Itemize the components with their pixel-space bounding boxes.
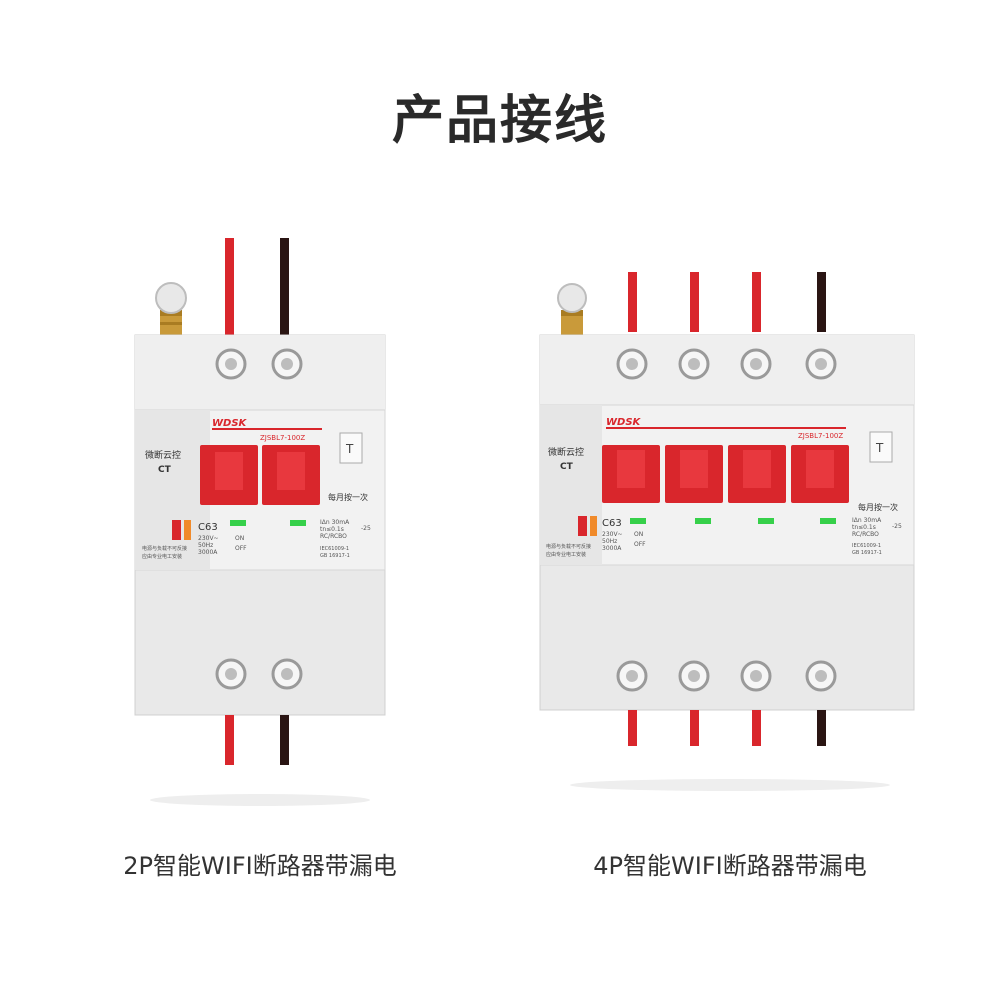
terminal-screw-icon bbox=[740, 348, 772, 380]
test-button[interactable] bbox=[339, 432, 363, 464]
svg-text:230V~: 230V~ bbox=[198, 535, 219, 542]
svg-text:IEC61009-1: IEC61009-1 bbox=[852, 543, 881, 549]
brand-logo: WDSK bbox=[606, 417, 642, 428]
test-label: 每月按一次 bbox=[328, 492, 368, 502]
wire-bottom-live bbox=[690, 710, 699, 746]
indicator-green bbox=[230, 520, 246, 526]
svg-text:IΔn 30mA: IΔn 30mA bbox=[320, 519, 350, 526]
terminal-screw-icon bbox=[271, 658, 303, 690]
terminal-screw-icon bbox=[678, 660, 710, 692]
svg-text:应由专业电工安装: 应由专业电工安装 bbox=[546, 551, 586, 558]
terminal-screw-icon bbox=[805, 660, 837, 692]
terminal-screw-icon bbox=[805, 348, 837, 380]
svg-text:-25: -25 bbox=[361, 525, 371, 532]
svg-text:tn≤0.1s: tn≤0.1s bbox=[852, 524, 876, 531]
svg-text:-25: -25 bbox=[892, 523, 902, 530]
svg-text:230V~: 230V~ bbox=[602, 531, 623, 538]
wire-top-live bbox=[628, 272, 637, 332]
svg-text:IEC61009-1: IEC61009-1 bbox=[320, 546, 349, 552]
svg-text:RC/RCBO: RC/RCBO bbox=[852, 531, 879, 538]
indicator-green bbox=[630, 518, 646, 524]
indicator-red bbox=[578, 516, 587, 536]
wire-top-live bbox=[752, 272, 761, 332]
terminal-screw-icon bbox=[616, 660, 648, 692]
wire-top-neutral bbox=[280, 238, 289, 338]
breaker-2p: 微断云控 CT WDSK ZJSBL7-100Z T 每月按一次 C63 230… bbox=[134, 238, 386, 806]
caption-4p: 4P智能WIFI断路器带漏电 bbox=[593, 852, 867, 880]
indicator-green bbox=[290, 520, 306, 526]
svg-text:IΔn 30mA: IΔn 30mA bbox=[852, 517, 882, 524]
breaker-4p: 微断云控 CT WDSK ZJSBL7-100Z T 每月按一次 C63 230… bbox=[539, 272, 915, 791]
terminal-screw-icon bbox=[271, 348, 303, 380]
antenna-icon bbox=[155, 282, 187, 340]
terminal-screw-icon bbox=[215, 658, 247, 690]
wire-top-live bbox=[690, 272, 699, 332]
wire-bottom-neutral bbox=[280, 715, 289, 765]
rating-label: C63 bbox=[602, 518, 622, 529]
test-label: 每月按一次 bbox=[858, 502, 898, 512]
wire-top-live bbox=[225, 238, 234, 338]
brand-logo: WDSK bbox=[212, 418, 248, 429]
model-label: ZJSBL7-100Z bbox=[798, 432, 843, 440]
terminal-screw-icon bbox=[616, 348, 648, 380]
module-label-ct: CT bbox=[158, 465, 172, 475]
test-button[interactable] bbox=[869, 431, 893, 463]
svg-text:电源与负载不可反接: 电源与负载不可反接 bbox=[142, 545, 187, 552]
svg-text:OFF: OFF bbox=[235, 545, 247, 552]
terminal-screw-icon bbox=[215, 348, 247, 380]
terminal-screw-icon bbox=[740, 660, 772, 692]
svg-text:T: T bbox=[345, 442, 354, 456]
rating-label: C63 bbox=[198, 522, 218, 533]
svg-text:电源与负载不可反接: 电源与负载不可反接 bbox=[546, 543, 591, 550]
module-label: 微断云控 bbox=[548, 446, 584, 458]
svg-text:3000A: 3000A bbox=[198, 549, 218, 556]
svg-text:T: T bbox=[875, 441, 884, 455]
svg-text:50Hz: 50Hz bbox=[198, 542, 213, 549]
wire-bottom-neutral bbox=[817, 710, 826, 746]
indicator-red bbox=[172, 520, 181, 540]
model-label: ZJSBL7-100Z bbox=[260, 434, 305, 442]
indicator-green bbox=[758, 518, 774, 524]
svg-text:RC/RCBO: RC/RCBO bbox=[320, 533, 347, 540]
module-label: 微断云控 bbox=[145, 449, 181, 461]
terminal-screw-icon bbox=[678, 348, 710, 380]
svg-text:tn≤0.1s: tn≤0.1s bbox=[320, 526, 344, 533]
svg-text:应由专业电工安装: 应由专业电工安装 bbox=[142, 553, 182, 560]
page-title: 产品接线 bbox=[391, 91, 608, 151]
indicator-green bbox=[695, 518, 711, 524]
svg-text:3000A: 3000A bbox=[602, 545, 622, 552]
wire-bottom-live bbox=[628, 710, 637, 746]
svg-text:GB 16917-1: GB 16917-1 bbox=[320, 553, 350, 559]
indicator-green bbox=[820, 518, 836, 524]
indicator-orange bbox=[184, 520, 191, 540]
wire-bottom-live bbox=[752, 710, 761, 746]
svg-text:GB 16917-1: GB 16917-1 bbox=[852, 550, 882, 556]
svg-text:ON: ON bbox=[235, 535, 244, 542]
wire-bottom-live bbox=[225, 715, 234, 765]
svg-text:OFF: OFF bbox=[634, 541, 646, 548]
wire-top-neutral bbox=[817, 272, 826, 332]
antenna-icon bbox=[557, 283, 587, 338]
svg-text:ON: ON bbox=[634, 531, 643, 538]
module-label-ct: CT bbox=[560, 462, 574, 472]
indicator-orange bbox=[590, 516, 597, 536]
svg-text:50Hz: 50Hz bbox=[602, 538, 617, 545]
caption-2p: 2P智能WIFI断路器带漏电 bbox=[123, 852, 397, 880]
